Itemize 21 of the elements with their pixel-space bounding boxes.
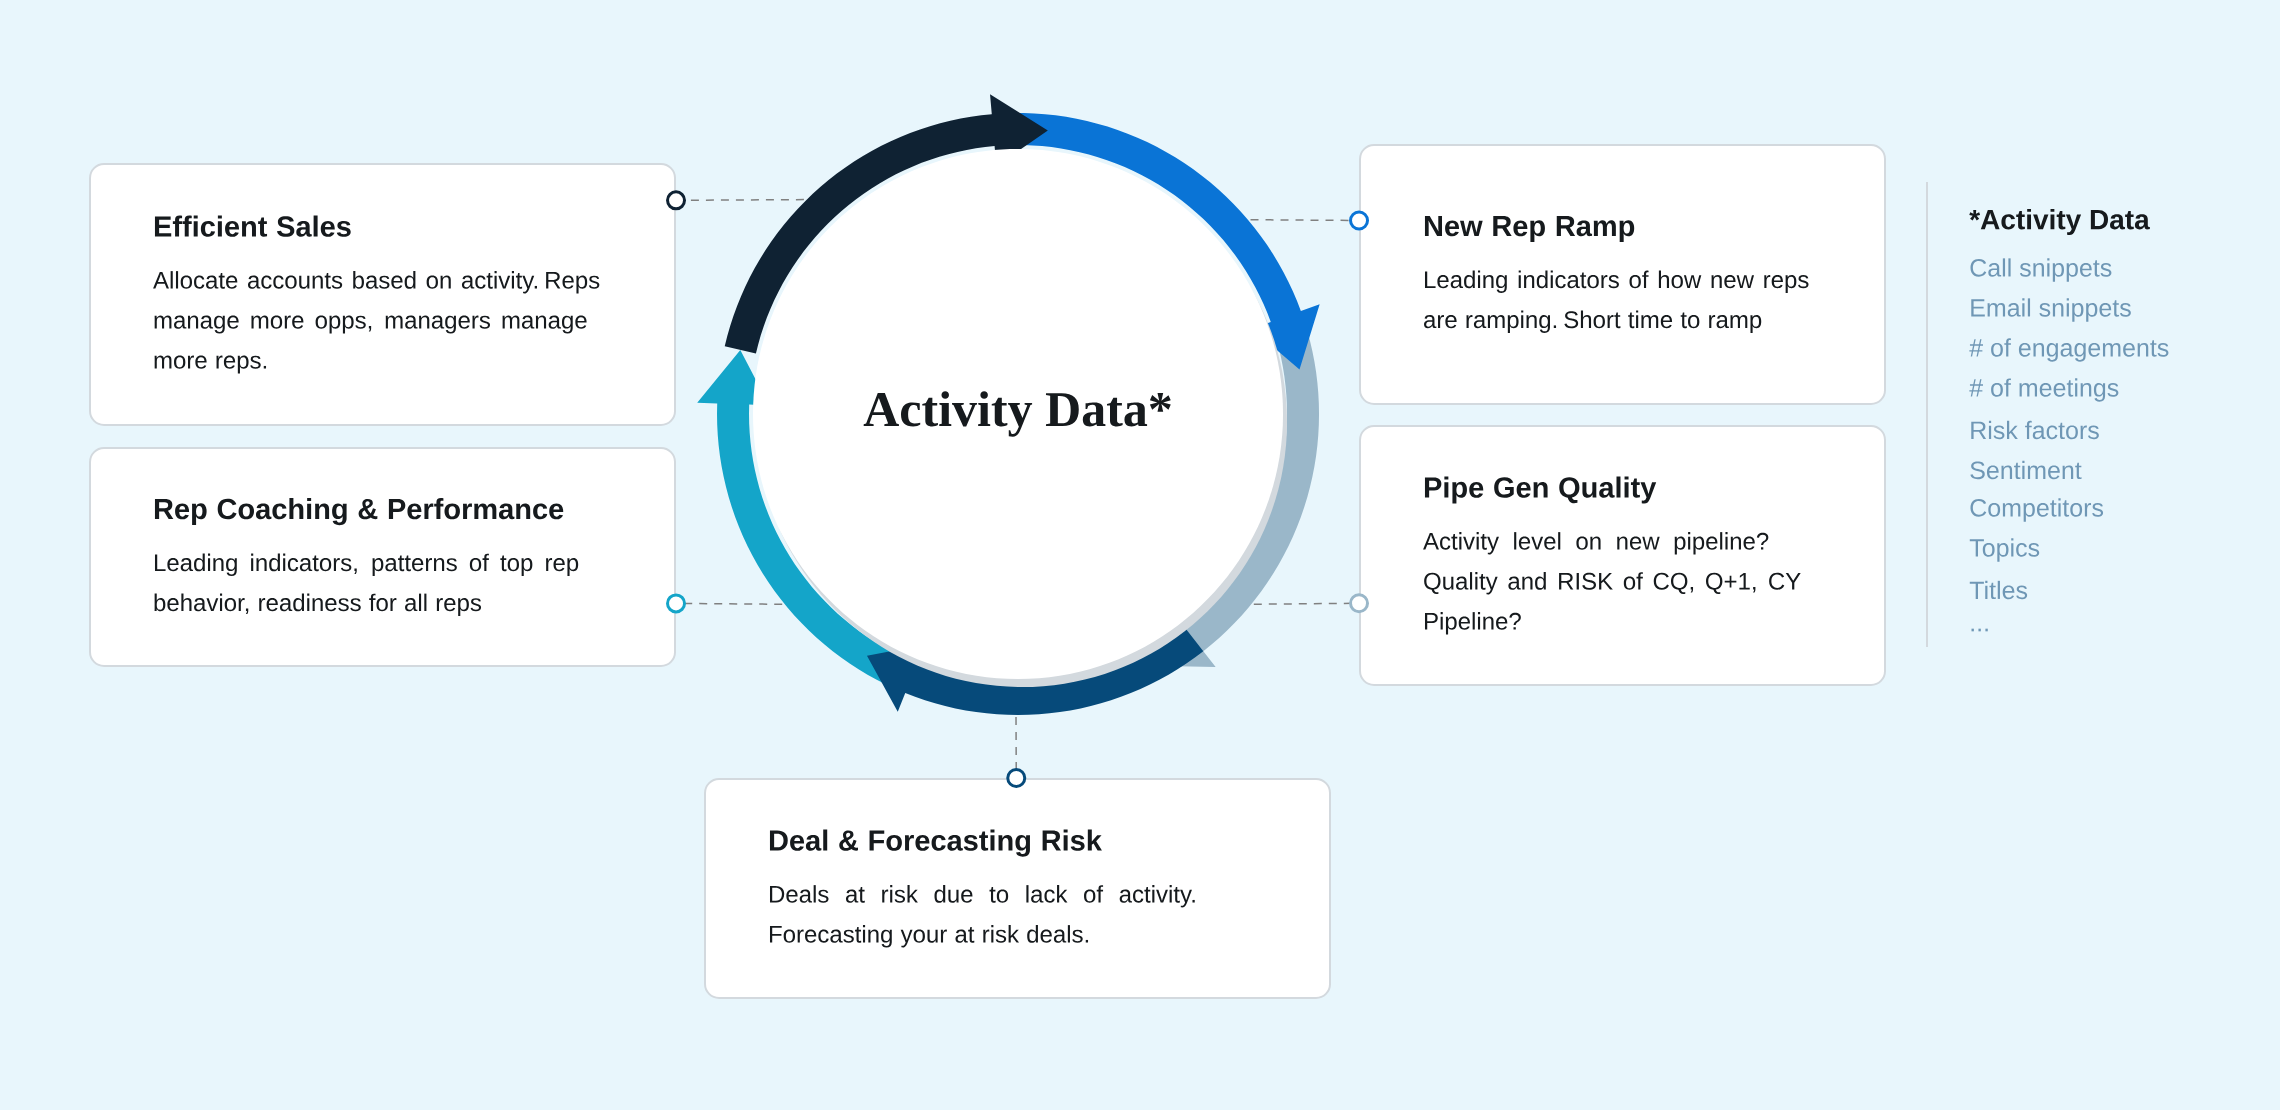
- leader-line: [666, 593, 783, 614]
- leader-line: [1006, 716, 1027, 788]
- text-card: Rep Coaching & Performance Leading indicators, patterns of top rep behavior, readiness for all reps: [89, 447, 676, 667]
- list-item: # of engagements: [1969, 338, 2169, 362]
- leader-line: [1253, 593, 1369, 614]
- text-card: New Rep Ramp Leading indicators of how new reps are ramping. Short time to ramp: [1359, 144, 1886, 405]
- list-item: ...: [1971, 628, 1988, 632]
- text-card: Efficient Sales Allocate accounts based on activity. Reps manage more opps, managers manage more reps.: [89, 163, 676, 426]
- list-item: # of meetings: [1969, 378, 2119, 402]
- leader-line: [1249, 210, 1369, 231]
- list-item: Call snippets: [1970, 258, 2112, 282]
- list-item: Risk factors: [1971, 420, 2099, 440]
- list-item: Topics: [1969, 538, 2040, 562]
- list-heading: *Activity Data: [1969, 208, 2150, 236]
- leader-line: [666, 190, 805, 211]
- list-item: Competitors: [1970, 498, 2104, 522]
- text-card: Pipe Gen Quality Activity level on new pipeline? Quality and RISK of CQ, Q+1, CY Pipeline?: [1359, 425, 1886, 686]
- list-item: Sentiment: [1970, 460, 2082, 480]
- list-item: Titles: [1969, 580, 2028, 600]
- list-item: Email snippets: [1971, 298, 2131, 322]
- text-card: Deal & Forecasting Risk Deals at risk due to lack of activity. Forecasting your at risk deals.: [704, 778, 1331, 999]
